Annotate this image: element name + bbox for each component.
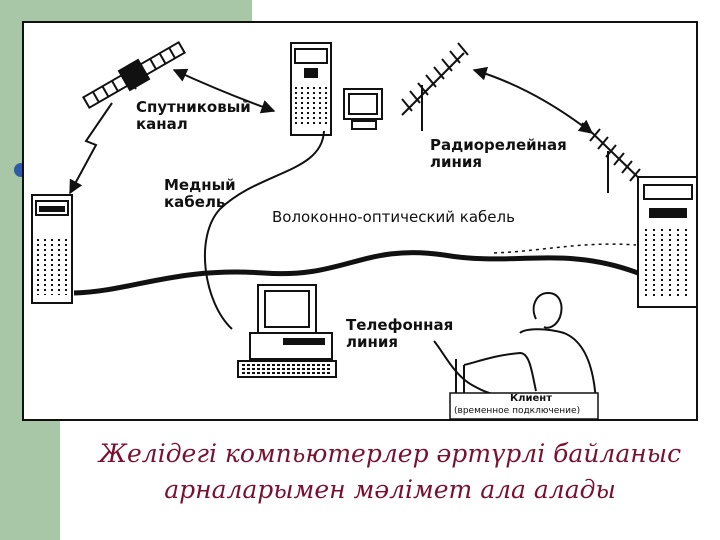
dashed-link [493, 243, 637, 254]
top-accent-band [60, 0, 252, 22]
network-diagram: Спутниковый канал Медный кабель Волоконн… [22, 21, 698, 421]
satellite-server-link [172, 68, 276, 114]
caption-line-2: арналарымен мәлімет ала алады [164, 475, 616, 504]
client-person-icon [455, 291, 597, 404]
workstation-icon [237, 284, 337, 378]
caption-line-1: Желідегі компьютерлер әртүрлі байланыс [98, 439, 682, 468]
client-label-box [449, 392, 599, 419]
satellite-lightning-link [69, 102, 113, 195]
fiber-optic-cable-label: Волоконно-оптический кабель [272, 208, 515, 226]
radio-relay-line-label: Радиорелейная линия [430, 136, 567, 172]
antenna-icon [581, 122, 647, 193]
phone-line-label: Телефонная линия [346, 316, 454, 352]
client-note-label: (временное подключение) [454, 406, 581, 416]
satellite-channel-label: Спутниковый канал [136, 98, 251, 134]
monitor-icon [343, 88, 383, 130]
caption: Желідегі компьютерлер әртүрлі байланыс а… [60, 436, 720, 508]
radio-relay-link [472, 66, 594, 134]
fiber-optic-cable [73, 250, 639, 296]
client-label: Клиент [510, 393, 552, 404]
server-icon [290, 42, 332, 136]
satellite-icon [82, 40, 186, 110]
copper-cable [203, 130, 325, 330]
server-icon [637, 176, 696, 308]
diagram-drawing [31, 40, 696, 419]
antenna-icon [401, 42, 469, 131]
server-icon [31, 194, 73, 304]
copper-cable-label: Медный кабель [164, 176, 236, 212]
